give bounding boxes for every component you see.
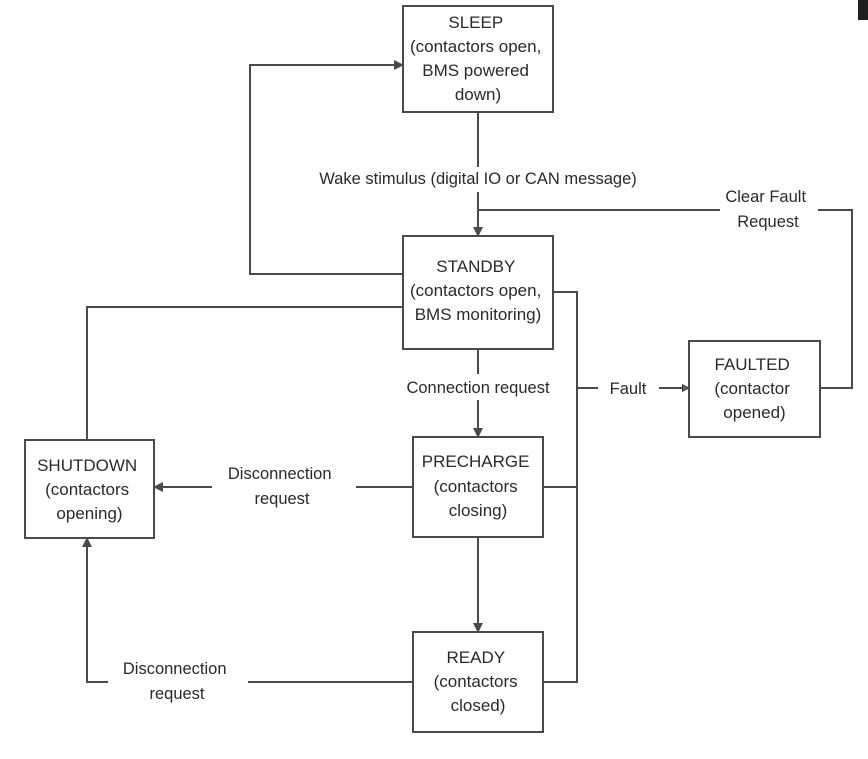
disconnection-ready-line-1: Disconnection <box>123 660 227 678</box>
standby-box <box>402 235 554 350</box>
arrow-standby-to-sleep <box>249 60 404 275</box>
state-ready: READY (contactors closed) <box>412 631 544 733</box>
transition-wake-label: Wake stimulus (digital IO or CAN message… <box>319 170 637 188</box>
connectors <box>82 60 853 683</box>
fault-label-line-1: Fault <box>610 380 647 398</box>
sleep-box <box>402 5 554 113</box>
precharge-detail-1: (contactors <box>434 477 518 496</box>
faulted-text: FAULTED (contactor opened) <box>714 355 794 422</box>
precharge-text: PRECHARGE (contactors closing) <box>422 452 534 520</box>
shutdown-text: SHUTDOWN (contactors opening) <box>37 456 142 523</box>
line-shutdown-to-standby <box>86 306 403 440</box>
ready-box <box>412 631 544 733</box>
state-faulted: FAULTED (contactor opened) <box>688 340 821 438</box>
transition-clear-fault-label: Clear Fault Request <box>725 188 810 231</box>
shutdown-detail-1: (contactors <box>45 480 129 499</box>
precharge-title: PRECHARGE <box>422 452 530 471</box>
standby-detail-2: BMS monitoring) <box>415 305 542 324</box>
transition-disconnection-ready-label: Disconnection request <box>123 660 231 703</box>
wake-label-line-1: Wake stimulus (digital IO or CAN message… <box>319 170 637 188</box>
clear-fault-label-line-1: Clear Fault <box>725 188 806 206</box>
transition-disconnection-precharge-label: Disconnection request <box>228 465 336 508</box>
transition-connection-label: Connection request <box>406 379 550 397</box>
disconnection-precharge-line-2: request <box>254 490 309 508</box>
state-shutdown: SHUTDOWN (contactors opening) <box>24 439 155 539</box>
sleep-detail-3: down) <box>455 85 501 104</box>
shutdown-title: SHUTDOWN <box>37 456 137 475</box>
ready-text: READY (contactors closed) <box>434 648 523 715</box>
line-faulted-clear-fault <box>818 209 853 389</box>
state-standby: STANDBY (contactors open, BMS monitoring… <box>402 235 554 350</box>
sleep-text: SLEEP (contactors open, BMS powered down… <box>410 13 546 104</box>
clear-fault-label-line-2: Request <box>737 213 799 231</box>
faulted-title: FAULTED <box>715 355 790 374</box>
state-sleep: SLEEP (contactors open, BMS powered down… <box>402 5 554 113</box>
corner-marker <box>858 0 868 20</box>
ready-detail-1: (contactors <box>434 672 518 691</box>
precharge-box <box>412 436 544 538</box>
state-precharge: PRECHARGE (contactors closing) <box>412 436 544 538</box>
ready-detail-2: closed) <box>451 696 506 715</box>
disconnection-ready-line-2: request <box>149 685 204 703</box>
standby-text: STANDBY (contactors open, BMS monitoring… <box>410 257 546 324</box>
standby-detail-1: (contactors open, <box>410 281 541 300</box>
shutdown-box <box>24 439 155 539</box>
transition-fault-label: Fault <box>610 380 647 398</box>
faulted-detail-2: opened) <box>723 403 785 422</box>
ready-title: READY <box>447 648 505 667</box>
faulted-box <box>688 340 821 438</box>
sleep-detail-1: (contactors open, <box>410 37 541 56</box>
faulted-detail-1: (contactor <box>714 379 790 398</box>
sleep-detail-2: BMS powered <box>422 61 529 80</box>
standby-title: STANDBY <box>436 257 515 276</box>
precharge-detail-2: closing) <box>449 501 508 520</box>
connection-label-line-1: Connection request <box>406 379 550 397</box>
disconnection-precharge-line-1: Disconnection <box>228 465 332 483</box>
shutdown-detail-2: opening) <box>56 504 122 523</box>
arrow-ready-disconnection-to-shutdown <box>82 537 108 683</box>
sleep-title: SLEEP <box>448 13 503 32</box>
